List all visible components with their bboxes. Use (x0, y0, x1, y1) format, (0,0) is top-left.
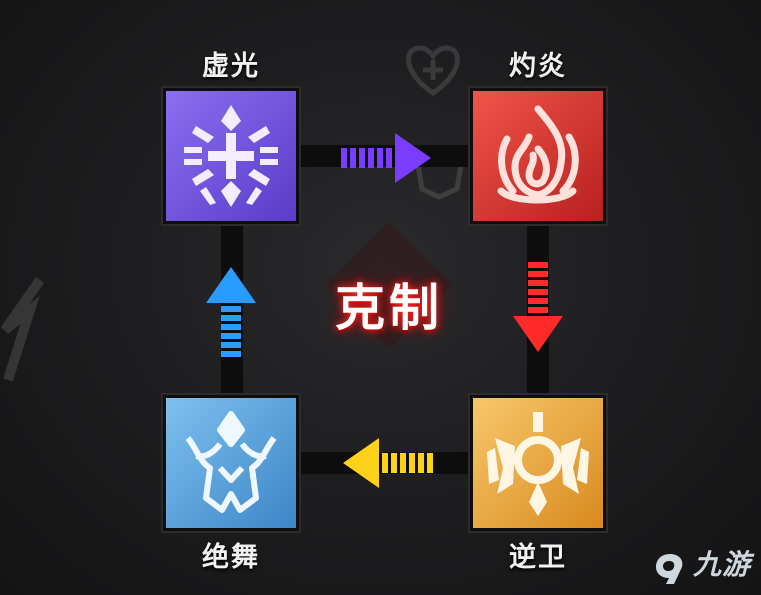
nine-game-logo-icon (655, 554, 683, 584)
arrow-juewu-to-xuguang (204, 265, 258, 361)
node-label-juewu: 绝舞 (202, 542, 260, 573)
guardian-icon (487, 412, 589, 516)
bg-heart-plus-icon (398, 38, 468, 102)
node-label-xuguang: 虚光 (202, 51, 260, 82)
node-zhuoyan[interactable] (470, 88, 606, 224)
snowflake-icon (184, 105, 278, 207)
node-niwei[interactable] (470, 395, 606, 531)
arrow-niwei-to-juewu (341, 436, 433, 494)
node-label-niwei: 逆卫 (509, 542, 567, 573)
node-xuguang[interactable] (163, 88, 299, 224)
arrow-xuguang-to-zhuoyan (341, 131, 433, 189)
node-label-zhuoyan: 灼炎 (509, 51, 567, 82)
winged-crest-icon (185, 411, 277, 513)
watermark: 九游 (652, 543, 751, 588)
counter-relation-title: 克制 (335, 279, 443, 337)
arrow-zhuoyan-to-niwei (511, 262, 565, 358)
flame-icon (497, 105, 579, 204)
bg-slash-icon (0, 270, 50, 394)
watermark-text: 九游 (692, 547, 751, 581)
node-juewu[interactable] (163, 395, 299, 531)
